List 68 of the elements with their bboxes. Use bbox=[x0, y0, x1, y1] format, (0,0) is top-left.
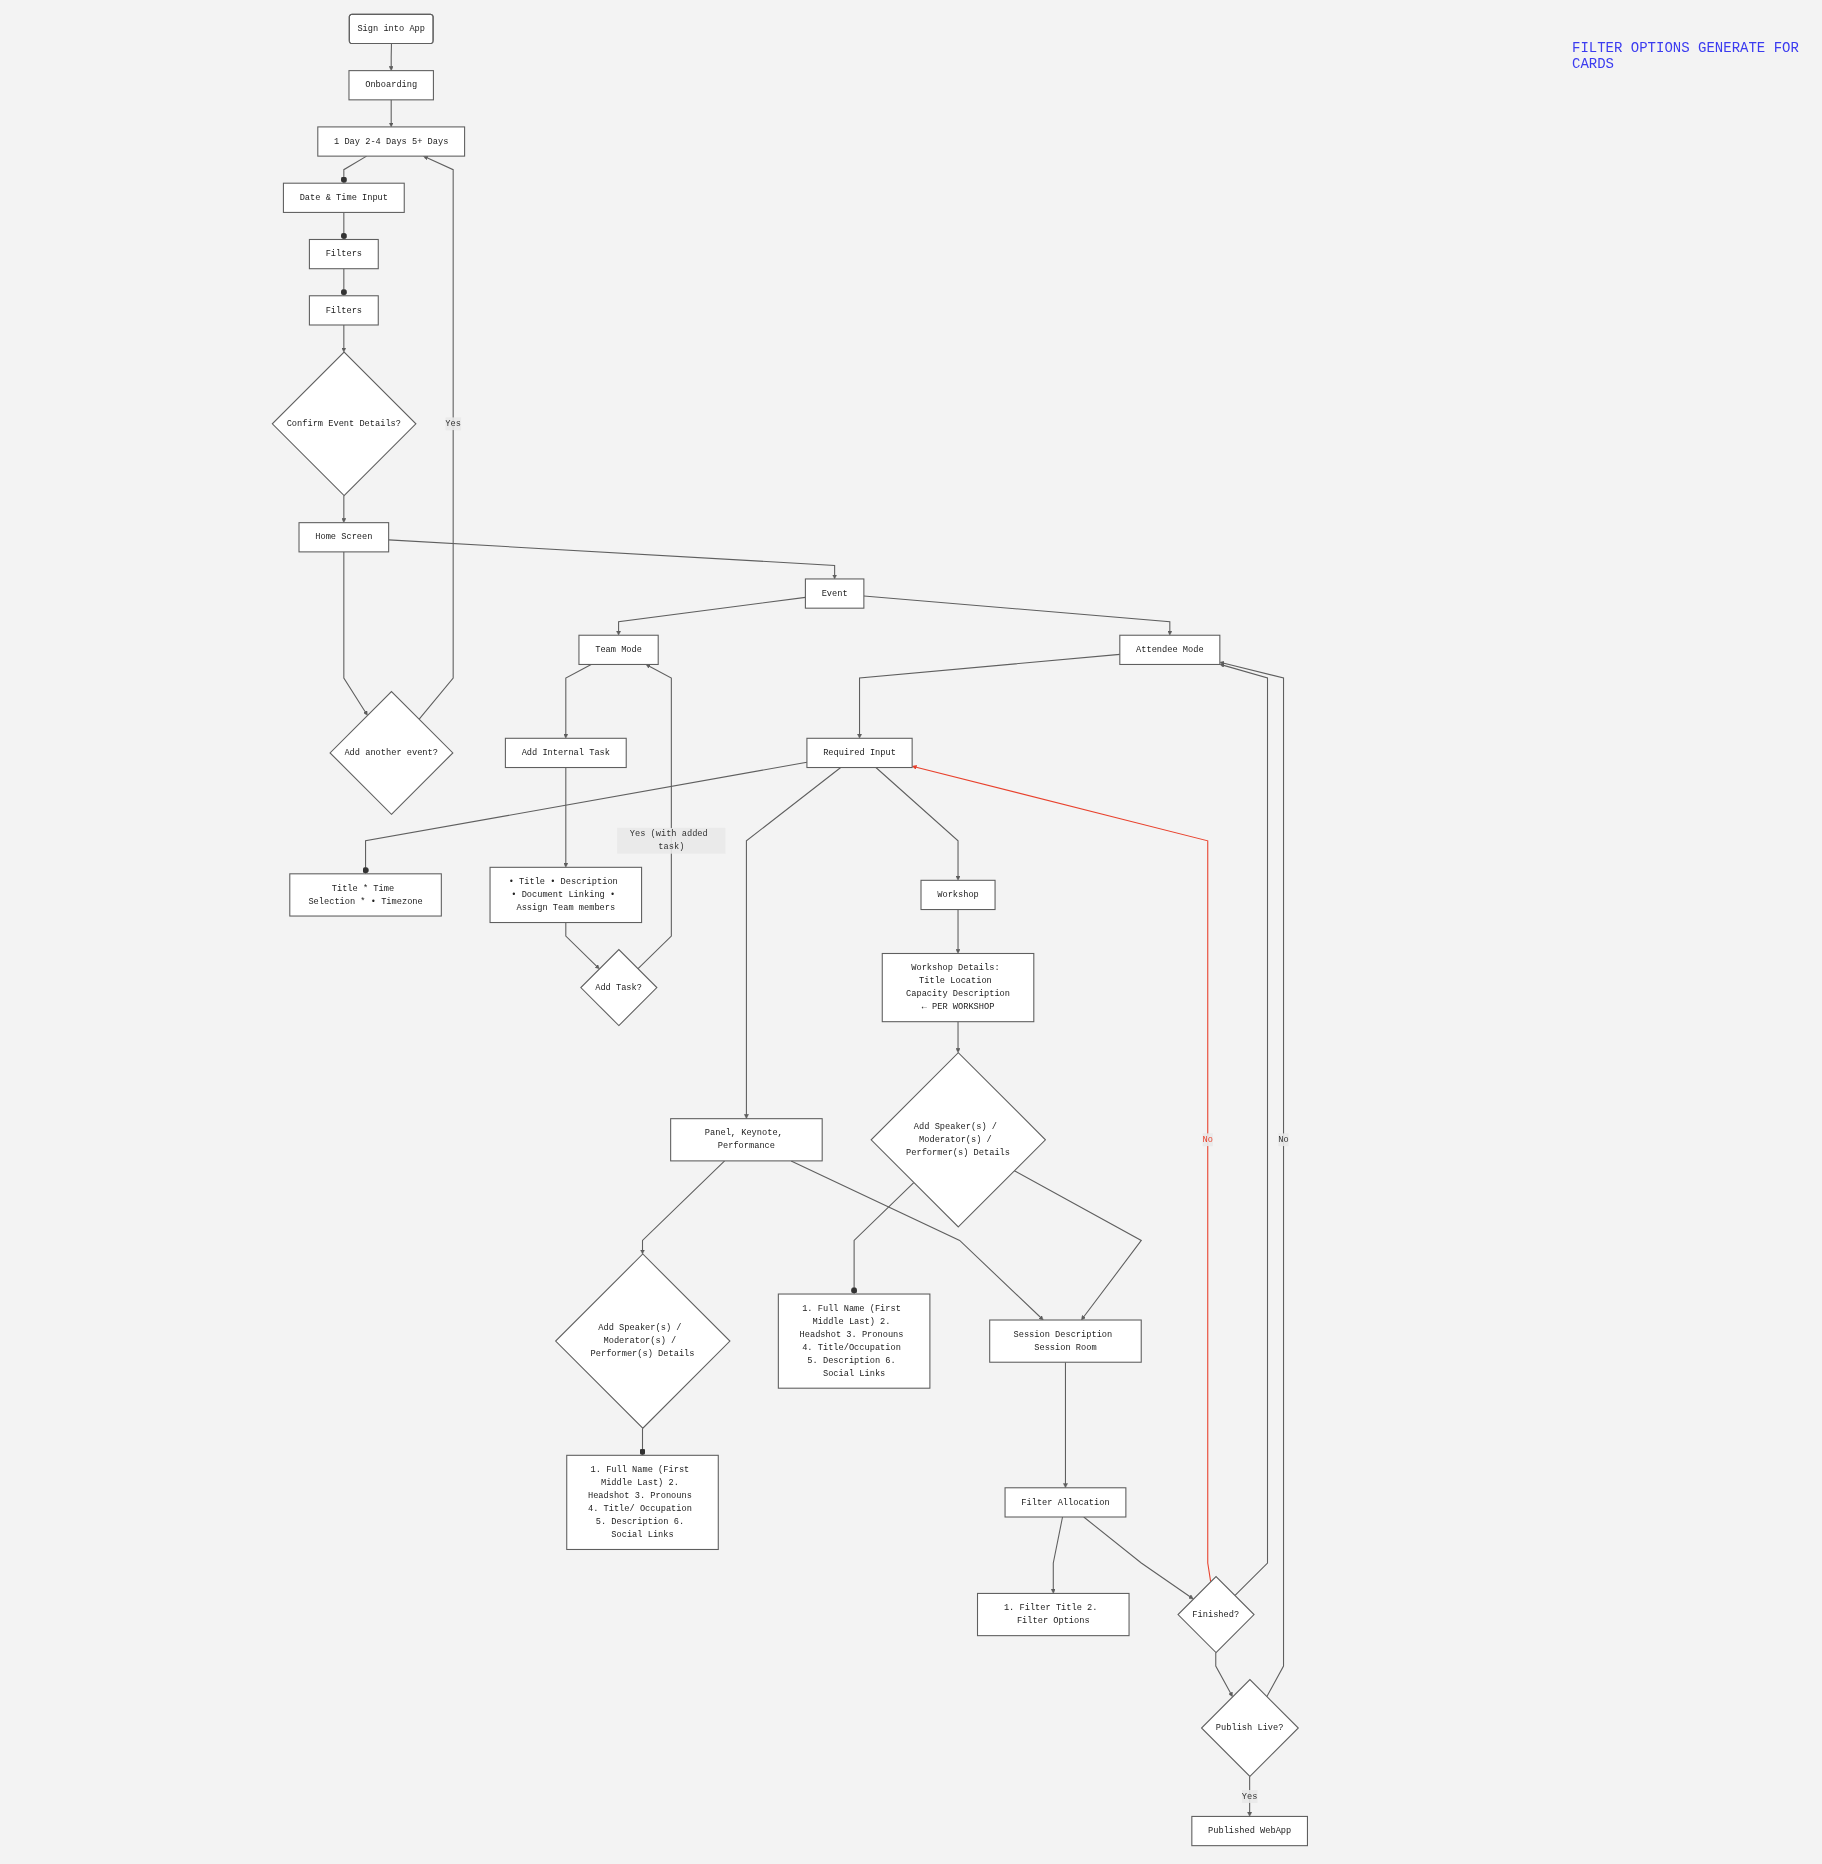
arrow bbox=[1219, 660, 1285, 1698]
node-box: 1. Full Name (First Middle Last) 2. Headshot 3. Pronouns 4. Title/Occupation 5. Description 6. Social Links bbox=[777, 1293, 931, 1389]
arrow bbox=[388, 43, 394, 71]
arrow bbox=[388, 99, 394, 128]
arrow bbox=[1063, 1361, 1068, 1488]
arrow bbox=[341, 495, 347, 523]
note-text: FILTER OPTIONS GENERATE FOR CARDS bbox=[1572, 40, 1800, 72]
node-box: Event bbox=[804, 578, 865, 609]
node-box: 1. Filter Title 2. Filter Options bbox=[977, 1592, 1130, 1637]
node-box: Filter Allocation bbox=[1004, 1487, 1127, 1518]
connector bbox=[362, 761, 808, 875]
arrow bbox=[637, 664, 672, 970]
edge-label: Yes bbox=[445, 418, 462, 429]
arrow bbox=[955, 909, 961, 954]
arrow bbox=[565, 922, 600, 970]
node-box: Workshop bbox=[920, 879, 996, 911]
arrow bbox=[640, 1160, 726, 1255]
node-box: Attendee Mode bbox=[1119, 634, 1221, 665]
arrow bbox=[1013, 1170, 1143, 1321]
node-diamond: Add Speaker(s) / Moderator(s) / Performer(s) Details bbox=[555, 1253, 731, 1429]
node-box: Team Mode bbox=[578, 634, 659, 665]
node-diamond: Add Speaker(s) / Moderator(s) / Performer(s) Details bbox=[870, 1051, 1047, 1228]
node-box: Workshop Details: Title Location Capacity Description ← PER WORKSHOP bbox=[881, 952, 1035, 1023]
node-diamond: Publish Live? bbox=[1200, 1678, 1300, 1778]
arrow bbox=[955, 1021, 961, 1053]
arrow bbox=[744, 767, 842, 1119]
node-box: Required Input bbox=[806, 737, 913, 769]
arrow bbox=[912, 764, 1212, 1583]
arrow bbox=[418, 155, 454, 720]
node-box: Panel, Keynote, Performance bbox=[670, 1118, 823, 1162]
node-box: Title * Time Selection * • Timezone bbox=[289, 873, 442, 917]
arrow bbox=[1219, 663, 1269, 1597]
node-box: Published WebApp bbox=[1191, 1815, 1309, 1847]
arrow bbox=[343, 551, 368, 716]
node-box: Date & Time Input bbox=[283, 182, 405, 213]
arrow bbox=[875, 767, 961, 881]
node-box: 1. Full Name (First Middle Last) 2. Headshot 3. Pronouns 4. Title/ Occupation 5. Description 6. Social Links bbox=[566, 1454, 719, 1550]
arrow bbox=[341, 324, 347, 353]
arrow bbox=[863, 595, 1173, 636]
edge-label: No bbox=[1278, 1134, 1289, 1145]
node-diamond: Confirm Event Details? bbox=[271, 351, 417, 497]
node-diamond: Add another event? bbox=[329, 690, 454, 816]
node-box: Filters bbox=[308, 238, 379, 270]
node-box: Onboarding bbox=[348, 70, 435, 101]
connector bbox=[639, 1427, 646, 1456]
node-box: Filters bbox=[308, 295, 379, 326]
arrow bbox=[1083, 1516, 1194, 1600]
node-box: • Title • Description • Document Linking • Assign Team members bbox=[489, 866, 643, 924]
connector bbox=[850, 1182, 915, 1295]
node-diamond: Add Task? bbox=[580, 948, 658, 1027]
node-box: Home Screen bbox=[298, 522, 390, 553]
arrow bbox=[1215, 1652, 1233, 1697]
arrow bbox=[790, 1160, 1044, 1321]
connector bbox=[340, 268, 348, 297]
arrow bbox=[563, 767, 569, 868]
connector bbox=[340, 211, 348, 240]
arrow bbox=[1247, 1775, 1253, 1817]
arrow bbox=[563, 663, 592, 739]
node-diamond: Finished? bbox=[1177, 1575, 1255, 1654]
node-box: 1 Day 2-4 Days 5+ Days bbox=[317, 126, 466, 157]
edge-label: Yes bbox=[1241, 1791, 1258, 1802]
node-box: Add Internal Task bbox=[504, 737, 627, 769]
node-box: Session Description Session Room bbox=[989, 1319, 1142, 1363]
edge-label: No bbox=[1202, 1134, 1214, 1145]
connector bbox=[340, 155, 368, 184]
arrow bbox=[1051, 1516, 1064, 1594]
edge-label: Yes (with added task) bbox=[629, 829, 708, 853]
arrow bbox=[388, 539, 838, 580]
